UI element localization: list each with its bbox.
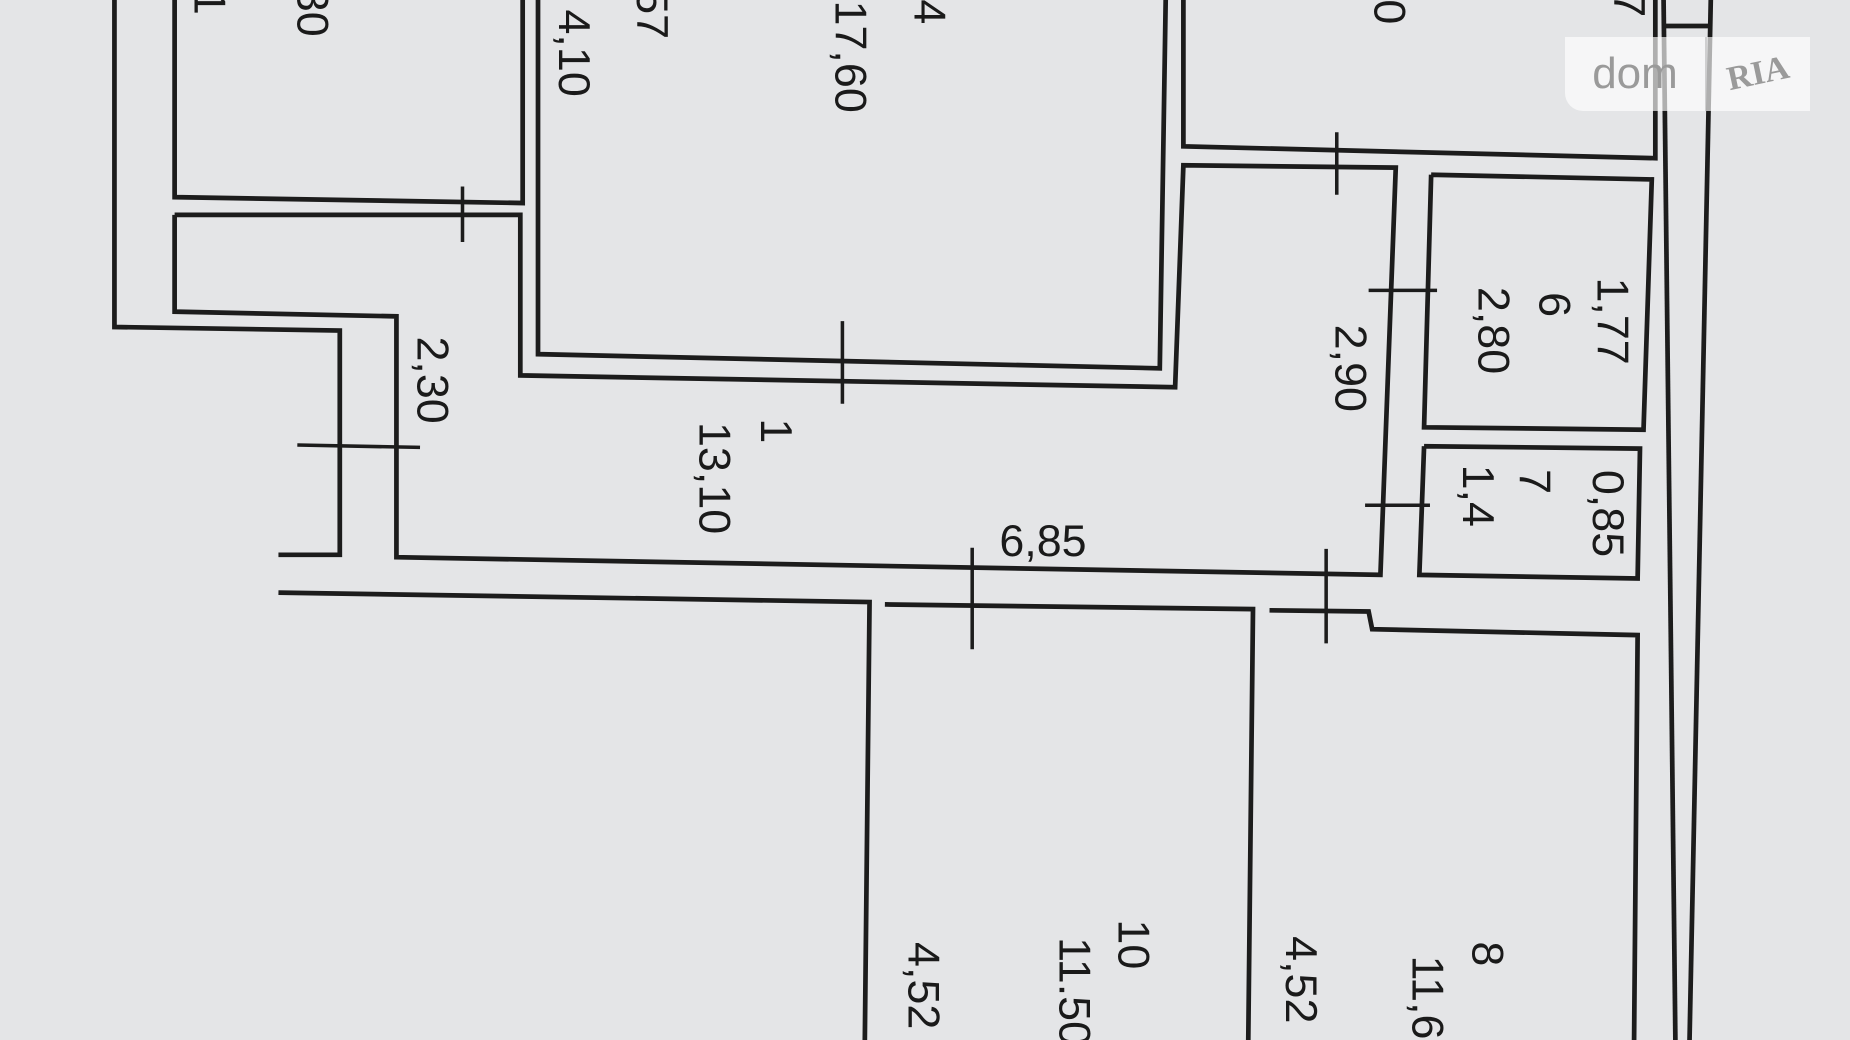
room-8-number: 8 [1462,941,1513,966]
room-10-area: 11.50 [1050,937,1101,1040]
watermark-divider [1705,37,1707,111]
dim-57: 57 [627,0,678,39]
domria-watermark: dom RIA [1565,37,1810,111]
room-4-number: 4 [904,0,955,24]
dim-30: 30 [287,0,338,37]
dim-4-52-right: 4,52 [1276,936,1327,1023]
walls [112,0,1714,1040]
room-4-area: 17,60 [825,1,876,113]
door-ticks [297,132,1438,650]
dim-4-10: 4,10 [549,9,600,96]
dim-1-77: 1,77 [1588,277,1639,364]
room-6-number: 6 [1530,292,1581,317]
dim-6-85: 6,85 [999,515,1086,566]
room-1-number: 1 [751,418,802,443]
watermark-dom-text: dom [1592,49,1678,98]
dim-0-85: 0,85 [1583,470,1634,557]
dimension-labels: 2,30 4,10 57 30 1 0 7 2,90 1,77 0,85 6,8… [185,0,1655,1029]
dim-4-52-left: 4,52 [898,942,949,1029]
dim-7: 7 [1604,0,1655,17]
dim-1: 1 [185,0,236,15]
room-1-area: 13,10 [690,422,741,534]
room-10-number: 10 [1108,919,1159,969]
room-6-area: 2,80 [1468,287,1519,374]
room-7-number: 7 [1510,469,1561,494]
room-labels: 4 17,60 1 13,10 6 2,80 7 1,4 8 11,6 10 1… [690,0,1581,1040]
dim-0: 0 [1365,0,1416,24]
room-7-area: 1,4 [1453,465,1504,527]
room-8-area: 11,6 [1402,956,1453,1040]
dim-2-90: 2,90 [1326,325,1377,412]
dim-2-30: 2,30 [408,336,459,423]
watermark-ria-logo: RIA [1723,48,1793,99]
